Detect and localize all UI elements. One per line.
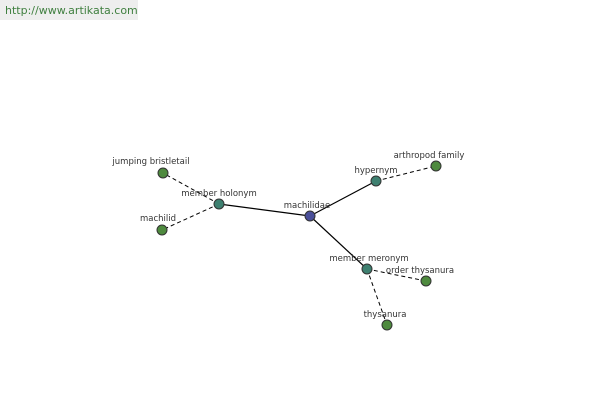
edge-center-hypernym bbox=[309, 180, 377, 217]
label-order-thysanura: order thysanura bbox=[386, 266, 454, 276]
node-member-holonym[interactable] bbox=[213, 198, 225, 210]
label-center: machilidae bbox=[284, 201, 330, 211]
edge-center-member-holonym bbox=[218, 203, 311, 217]
edges bbox=[161, 165, 437, 326]
label-member-holonym: member holonym bbox=[181, 189, 256, 199]
edge-hypernym-arthropod-family bbox=[375, 165, 437, 182]
node-order-thysanura[interactable] bbox=[420, 275, 432, 287]
node-machilid[interactable] bbox=[156, 224, 168, 236]
edge-meronym-thysanura bbox=[366, 268, 388, 326]
node-jumping-bristletail[interactable] bbox=[157, 167, 169, 179]
url-bar: http://www.artikata.com bbox=[0, 0, 138, 20]
node-member-meronym[interactable] bbox=[361, 263, 373, 275]
label-machilid: machilid bbox=[140, 214, 176, 224]
label-hypernym: hypernym bbox=[354, 166, 397, 176]
node-arthropod-family[interactable] bbox=[430, 160, 442, 172]
nodes bbox=[156, 160, 442, 331]
label-jumping-bristletail: jumping bristletail bbox=[111, 157, 189, 167]
edge-center-member-meronym bbox=[309, 215, 368, 270]
edge-holonym-machilid bbox=[161, 203, 220, 231]
node-center[interactable] bbox=[304, 210, 316, 222]
label-thysanura: thysanura bbox=[364, 310, 407, 320]
label-member-meronym: member meronym bbox=[329, 254, 408, 264]
node-thysanura[interactable] bbox=[381, 319, 393, 331]
edge-meronym-order-thysanura bbox=[366, 268, 427, 282]
label-arthropod-family: arthropod family bbox=[394, 151, 465, 161]
edge-holonym-jumping-bristletail bbox=[162, 172, 220, 205]
node-hypernym[interactable] bbox=[370, 175, 382, 187]
labels: machilidae member holonym hypernym membe… bbox=[111, 151, 464, 320]
site-url[interactable]: http://www.artikata.com bbox=[5, 4, 138, 17]
